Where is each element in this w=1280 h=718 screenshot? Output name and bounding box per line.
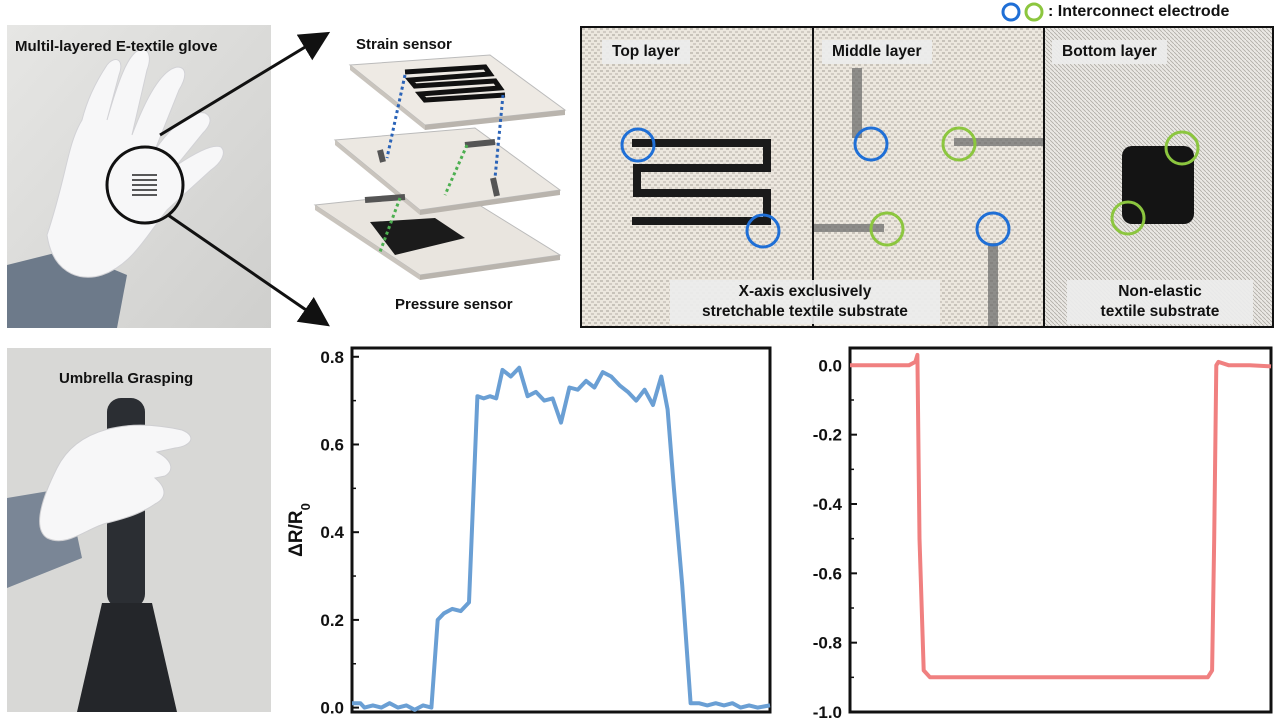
chart1-series-line — [352, 365, 771, 712]
chart1-ytick-label: 0.4 — [320, 523, 344, 542]
top-layer-image — [582, 28, 813, 326]
pressure-sensor-label: Pressure sensor — [395, 296, 513, 313]
bottom-electrode-green-2 — [1110, 200, 1146, 236]
chart2-series-line — [850, 352, 1272, 680]
umbrella-canopy — [77, 603, 177, 712]
strain-sensor-label: Strain sensor — [356, 36, 452, 53]
right-caption-line1: Non-elastic — [1118, 283, 1202, 300]
umbrella-photo-panel: Umbrella Grasping — [7, 348, 271, 712]
right-caption-line2: textile substrate — [1100, 303, 1220, 320]
legend-circles-icon — [1001, 2, 1044, 22]
bottom-layer-label: Bottom layer — [1052, 40, 1167, 64]
glove-photo-panel: Multil-layered E-textile glove — [7, 25, 271, 328]
chart1-ytick-label: 0.2 — [320, 611, 344, 630]
left-caption-line2: stretchable textile substrate — [702, 303, 908, 320]
strain-response-chart: 0.0 0.2 0.4 0.6 0.8ΔR/R0 — [286, 346, 772, 718]
bottom-electrode-green-1 — [1164, 130, 1200, 166]
chart2-ytick-label: -0.6 — [813, 564, 842, 583]
middle-layer-label: Middle layer — [822, 40, 932, 64]
micrograph-panel: Top layer Middle layer Bottom layer X-ax… — [580, 26, 1274, 328]
chart1-frame — [350, 346, 772, 714]
glove-illustration — [7, 25, 271, 328]
micrograph-images — [582, 28, 1272, 326]
chart1-ytick-label: 0.0 — [320, 699, 344, 718]
glove-panel-label: Multil-layered E-textile glove — [15, 38, 218, 55]
chart2-ytick-label: -1.0 — [813, 703, 842, 718]
layer-stack-diagram — [313, 54, 567, 280]
chart2-frame — [848, 346, 1273, 714]
chart1-ytick-label: 0.8 — [320, 348, 344, 367]
callout-arrows — [159, 31, 331, 327]
chart2-ytick-label: -0.8 — [813, 634, 842, 653]
chart2-ytick-label: -0.4 — [813, 495, 843, 514]
legend-text: : Interconnect electrode — [1048, 3, 1230, 20]
top-electrode-blue-1 — [620, 127, 656, 163]
strain-serpentine — [404, 64, 506, 103]
chart1-ytick-label: 0.6 — [320, 435, 344, 454]
gloved-hand — [39, 424, 192, 542]
left-caption-line1: X-axis exclusively — [738, 283, 872, 300]
middle-electrode-green-1 — [941, 126, 977, 162]
chart2-ytick-label: 0.0 — [818, 356, 842, 375]
chart2-ytick-label: -0.2 — [813, 426, 842, 445]
middle-electrode-green-2 — [869, 211, 905, 247]
umbrella-panel-label: Umbrella Grasping — [59, 370, 194, 387]
bottom-pressure-pad — [1122, 146, 1194, 224]
middle-electrode-blue-2 — [975, 211, 1011, 247]
chart1-ylabel: ΔR/R0 — [286, 503, 313, 557]
legend: : Interconnect electrode — [1000, 2, 1229, 22]
right-caption: Non-elastic textile substrate — [1067, 280, 1253, 324]
middle-electrode-blue-1 — [853, 126, 889, 162]
top-electrode-blue-2 — [745, 213, 781, 249]
top-layer-label: Top layer — [602, 40, 690, 64]
left-caption: X-axis exclusively stretchable textile s… — [670, 280, 940, 324]
pressure-pad — [370, 218, 465, 255]
umbrella-illustration — [7, 348, 271, 712]
pressure-response-chart: 0.0 -0.2 -0.4 -0.6 -0.8 -1.0 — [813, 346, 1273, 718]
